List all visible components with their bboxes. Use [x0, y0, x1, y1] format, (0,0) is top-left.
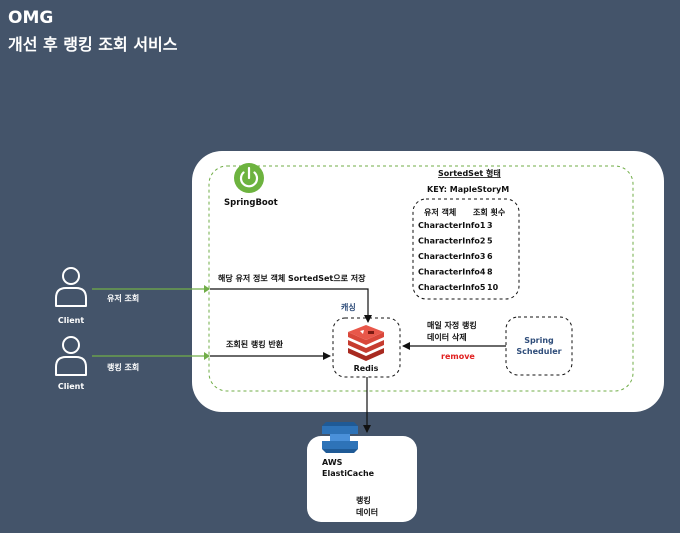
- user-query-label: 유저 조회: [107, 293, 139, 303]
- sortedset-title: SortedSet 형태: [438, 168, 501, 178]
- aws-box: [307, 436, 417, 522]
- delete-flow-label-line2: 데이터 삭제: [427, 332, 467, 342]
- sortedset-row-count: 5: [487, 237, 493, 246]
- client-label: Client: [58, 316, 84, 325]
- aws-elasticache-icon: [322, 422, 358, 453]
- sortedset-row-object: CharacterInfo3: [418, 252, 485, 261]
- ranking-data-label-line1: 랭킹: [356, 495, 371, 505]
- aws-label-line2: ElastiCache: [322, 469, 375, 478]
- remove-label: remove: [441, 352, 475, 361]
- sortedset-row-object: CharacterInfo4: [418, 268, 486, 277]
- redis-label: Redis: [354, 364, 379, 373]
- sortedset-key-label: KEY: MapleStoryM: [427, 185, 509, 194]
- sortedset-row-count: 10: [487, 283, 499, 292]
- sortedset-row-object: CharacterInfo5: [418, 283, 486, 292]
- client-label: Client: [58, 382, 84, 391]
- save-flow-arrow: [210, 288, 372, 323]
- sortedset-box: [412, 198, 520, 300]
- sortedset-row-count: 8: [487, 268, 493, 277]
- delete-flow-label-line1: 매일 자정 랭킹: [427, 320, 477, 330]
- springboot-boundary: [208, 165, 634, 392]
- page-subtitle: 개선 후 랭킹 조회 서비스: [8, 35, 178, 54]
- sortedset-row-object: CharacterInfo2: [418, 237, 485, 246]
- ranking-query-label: 랭킹 조회: [107, 362, 139, 372]
- user-icon: [55, 336, 87, 376]
- sortedset-column-count: 조회 횟수: [473, 207, 506, 217]
- springboot-logo-icon: [234, 163, 264, 193]
- springboot-label: SpringBoot: [224, 198, 278, 208]
- main-container: [192, 151, 664, 412]
- sortedset-row-count: 6: [487, 252, 493, 261]
- ranking-request-arrowhead: [204, 352, 210, 360]
- ranking-data-label-line2: 데이터: [356, 507, 378, 517]
- scheduler-box: [505, 316, 573, 376]
- redis-box: [332, 317, 401, 378]
- sortedset-row-count: 3: [487, 221, 493, 230]
- page-title: OMG: [8, 8, 54, 28]
- caching-label: 캐싱: [341, 302, 356, 312]
- redis-logo-icon: [348, 325, 384, 361]
- return-flow-label: 조회된 랭킹 반환: [226, 339, 284, 349]
- scheduler-label-line2: Scheduler: [516, 347, 561, 356]
- sortedset-row-object: CharacterInfo1: [418, 221, 486, 230]
- aws-label-line1: AWS: [322, 458, 343, 467]
- user-icon: [55, 267, 87, 307]
- save-flow-label: 해당 유저 정보 객체 SortedSet으로 저장: [218, 273, 366, 283]
- sortedset-column-user: 유저 객체: [424, 207, 456, 217]
- scheduler-label-line1: Spring: [524, 336, 554, 345]
- user-request-arrowhead: [204, 285, 210, 293]
